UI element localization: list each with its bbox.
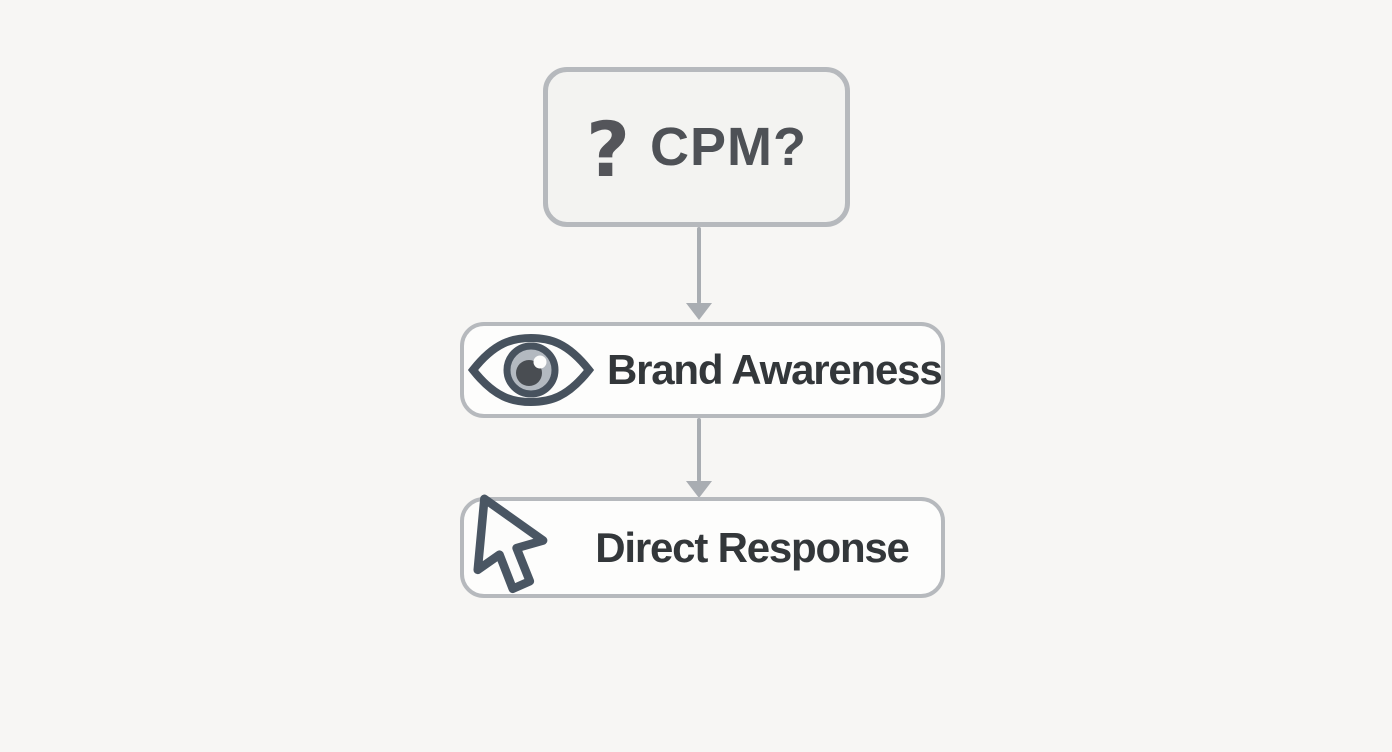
connector-arrow-brand-to-direct xyxy=(686,418,712,498)
arrowhead-down-icon xyxy=(686,481,712,498)
flowchart-node-direct-response: Direct Response xyxy=(460,494,945,598)
connector-arrow-cpm-to-brand xyxy=(686,227,712,320)
node-label-brand-awareness: Brand Awareness xyxy=(607,346,943,393)
flowchart-node-brand-awareness: Brand Awareness xyxy=(460,322,945,418)
cursor-icon xyxy=(473,490,563,608)
node-label-cpm: CPM? xyxy=(650,117,808,177)
connector-line xyxy=(697,418,701,482)
eye-icon xyxy=(467,333,595,407)
connector-line xyxy=(697,227,701,304)
question-mark-icon: ? xyxy=(585,105,631,194)
flowchart-node-cpm: ? CPM? xyxy=(543,67,850,227)
node-label-direct-response: Direct Response xyxy=(595,523,910,571)
arrowhead-down-icon xyxy=(686,303,712,320)
